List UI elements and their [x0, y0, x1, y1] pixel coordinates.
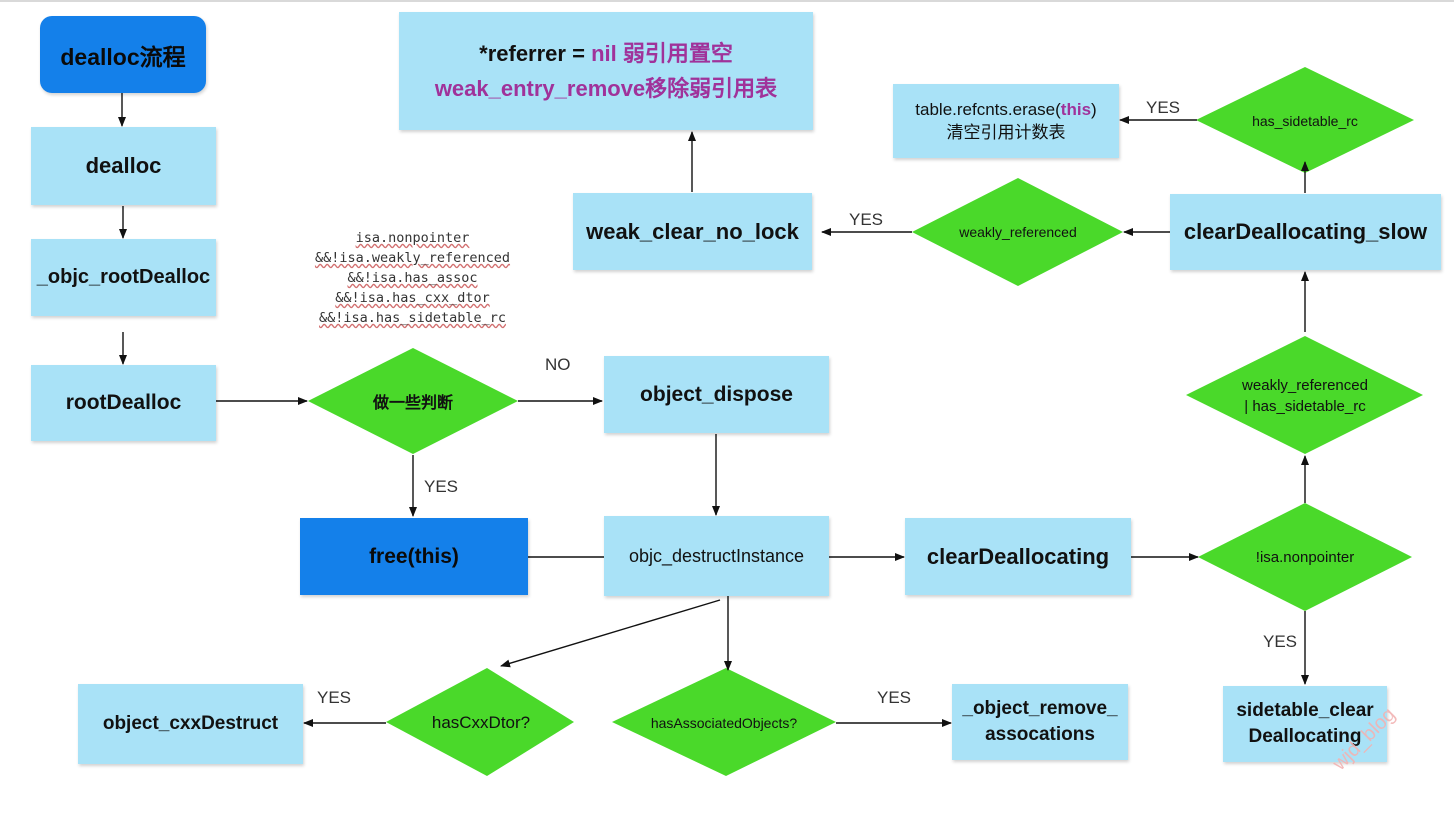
decision-judge-shape — [308, 348, 518, 454]
decision-weakly-referenced-shape — [912, 178, 1123, 286]
condition-line: &&!isa.has_sidetable_rc — [319, 310, 506, 326]
sidetable-clear-line1: sidetable_clear — [1236, 700, 1374, 721]
table-erase-this: this — [1060, 100, 1092, 119]
remove-assocations-node: _object_remove_ assocations — [952, 684, 1128, 760]
weak-or-sidetable-line2: | has_sidetable_rc — [1244, 398, 1366, 415]
top-border — [0, 0, 1454, 2]
referrer-node: *referrer = nil 弱引用置空 weak_entry_remove移… — [399, 12, 813, 130]
referrer-line2: weak_entry_remove移除弱引用表 — [434, 76, 778, 101]
clear-deallocating-node: clearDeallocating — [905, 518, 1131, 595]
table-erase-node: table.refcnts.erase(this) 清空引用计数表 — [893, 84, 1119, 158]
decision-has-assoc-shape — [612, 668, 836, 776]
sidetable-clear-node: sidetable_clear Deallocating — [1223, 686, 1387, 762]
decision-has-cxx-dtor-shape — [386, 668, 574, 776]
objc-rootdealloc-node: _objc_rootDealloc — [31, 239, 216, 316]
remove-assocations-line1: _object_remove_ — [962, 698, 1118, 719]
table-erase-prefix: table.refcnts.erase( — [915, 100, 1061, 119]
edge-label-yes-cxx: YES — [317, 688, 352, 707]
decision-has-assoc-label: hasAssociatedObjects? — [650, 715, 798, 731]
object-dispose-node: object_dispose — [604, 356, 829, 433]
decision-weak-or-sidetable-shape — [1186, 336, 1423, 454]
remove-assocations-line2: assocations — [985, 724, 1095, 745]
condition-line: &&!isa.has_assoc — [347, 270, 478, 286]
condition-text: isa.nonpointer &&!isa.weakly_referenced … — [290, 228, 535, 328]
weak-or-sidetable-line1: weakly_referenced — [1242, 377, 1368, 394]
edge-label-yes-free: YES — [424, 477, 459, 496]
decision-has-cxx-dtor-label: hasCxxDtor? — [431, 713, 531, 732]
table-erase-line1: table.refcnts.erase(this) — [915, 98, 1096, 121]
decision-not-nonpointer-shape — [1198, 503, 1412, 611]
table-erase-suffix: ) — [1091, 100, 1097, 119]
destruct-instance-node: objc_destructInstance — [604, 516, 829, 596]
arrow-destruct-cxx — [500, 599, 721, 668]
cxx-destruct-node: object_cxxDestruct — [78, 684, 303, 764]
referrer-nil: nil — [591, 41, 617, 66]
condition-line: &&!isa.has_cxx_dtor — [335, 290, 490, 306]
rootdealloc-node: rootDealloc — [31, 365, 216, 441]
edge-label-yes-assoc: YES — [877, 688, 912, 707]
sidetable-clear-line2: Deallocating — [1248, 726, 1362, 747]
decision-not-nonpointer-label: !isa.nonpointer — [1255, 548, 1355, 566]
condition-line: isa.nonpointer — [355, 230, 470, 246]
decision-has-sidetable-rc-shape — [1196, 67, 1414, 173]
decision-judge-label: 做一些判断 — [372, 395, 453, 412]
weak-clear-no-lock-node: weak_clear_no_lock — [573, 193, 812, 270]
decision-has-sidetable-rc-label: has_sidetable_rc — [1252, 113, 1358, 129]
condition-line: &&!isa.weakly_referenced — [314, 250, 511, 266]
free-this-node: free(this) — [300, 518, 528, 595]
clear-deallocating-slow-node: clearDeallocating_slow — [1170, 194, 1441, 270]
referrer-prefix: *referrer = — [479, 41, 592, 66]
referrer-line1: *referrer = nil 弱引用置空 — [479, 36, 733, 71]
start-node: dealloc流程 — [40, 16, 206, 93]
edge-label-yes-erase: YES — [1146, 98, 1181, 117]
table-erase-line2: 清空引用计数表 — [946, 123, 1066, 142]
dealloc-node: dealloc — [31, 127, 216, 205]
decision-weakly-referenced-label: weakly_referenced — [959, 224, 1077, 240]
edge-label-no: NO — [545, 355, 571, 374]
referrer-suffix: 弱引用置空 — [616, 41, 733, 66]
decision-weak-or-sidetable-label: weakly_referenced | has_sidetable_rc — [1196, 374, 1414, 418]
edge-label-yes-weak: YES — [849, 210, 884, 229]
edge-label-yes-sidetable: YES — [1263, 632, 1298, 651]
